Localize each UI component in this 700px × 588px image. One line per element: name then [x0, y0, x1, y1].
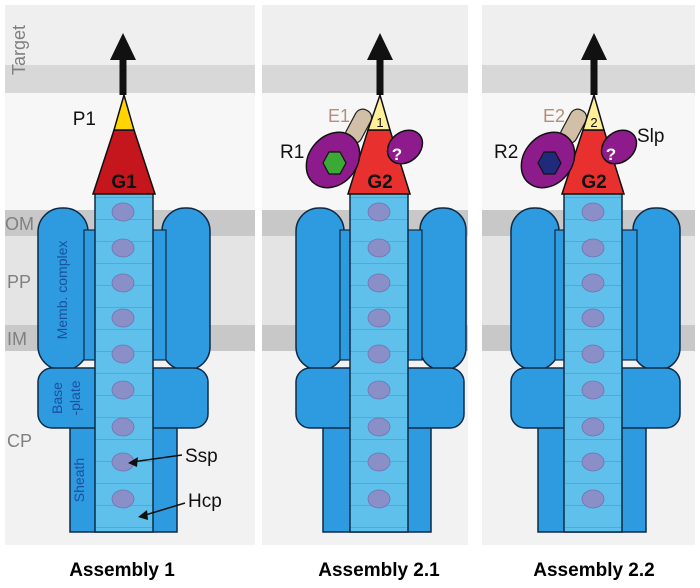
hcp-ring [581, 273, 605, 293]
tip-number: 1 [376, 115, 383, 130]
membrane-complex-left [510, 207, 560, 371]
hcp-ring [111, 273, 135, 293]
layer-label-target: Target [9, 25, 29, 75]
membrane-complex-right [161, 207, 211, 371]
receptor-r1-cargo [322, 151, 347, 175]
receptor-r2-cargo [537, 151, 562, 175]
hcp-ring [111, 417, 135, 437]
hcp-ring [581, 417, 605, 437]
membrane-complex-right [632, 207, 681, 371]
membrane-complex-left [295, 207, 345, 371]
hcp-ring [367, 202, 391, 222]
caption-assembly-1: Assembly 1 [69, 560, 175, 581]
effector-label: E2 [543, 106, 565, 126]
unknown-partner [386, 129, 424, 165]
hcp-ring [367, 238, 391, 258]
ssp-label: Ssp [185, 446, 218, 467]
layer-label-om: OM [5, 214, 34, 234]
spike-label: G2 [367, 172, 392, 193]
baseplate-label-line1: Base [49, 382, 65, 414]
ssp-pointer-head [128, 457, 138, 467]
sheath-label: Sheath [71, 458, 87, 502]
hcp-ring [367, 380, 391, 400]
hcp-pointer-head [138, 510, 148, 520]
membrane-complex-right [419, 207, 467, 371]
paar-tip-p1 [113, 92, 135, 131]
tip-number: 2 [590, 115, 597, 130]
hcp-disks [581, 202, 605, 509]
panel-assembly-2-1: 1 G2 ? E1 R1 [262, 5, 468, 545]
layer-label-cp: CP [7, 431, 32, 451]
hcp-ring [367, 417, 391, 437]
target-band [5, 65, 255, 93]
receptor-label: R2 [494, 142, 518, 163]
hcp-ring [581, 452, 605, 472]
ssp-pointer [131, 454, 183, 463]
hcp-ring [367, 308, 391, 328]
hcp-ring [367, 273, 391, 293]
hcp-ring [111, 380, 135, 400]
hcp-ring [111, 238, 135, 258]
target-band-light [262, 5, 468, 65]
caption-assembly-2-1: Assembly 2.1 [318, 560, 440, 581]
membrane-complex-label: Memb. complex [54, 241, 70, 340]
effector-label: E1 [328, 106, 350, 126]
panel-assembly-2-2: 2 G2 ? E2 R2 Slp [482, 5, 695, 545]
panel-assembly-1: G1 P1 Memb. complex Base -plate Sheath S… [5, 5, 255, 545]
hcp-ring [581, 344, 605, 364]
hcp-pointer [141, 502, 186, 517]
hcp-ring [367, 489, 391, 509]
hcp-ring [111, 202, 135, 222]
hcp-disks [367, 202, 391, 509]
target-band [262, 65, 468, 93]
hcp-ring [581, 380, 605, 400]
spike-label: G1 [111, 172, 137, 193]
spike-label: G2 [581, 172, 606, 193]
hcp-disks [111, 202, 135, 509]
paar-tip [366, 92, 391, 131]
unknown-label: ? [392, 145, 402, 164]
hcp-ring [581, 489, 605, 509]
caption-assembly-2-2: Assembly 2.2 [533, 560, 655, 581]
hcp-ring [581, 238, 605, 258]
translocation-arrow-head [367, 33, 393, 60]
target-band [482, 65, 695, 93]
hcp-ring [111, 308, 135, 328]
receptor-label: R1 [280, 142, 304, 163]
layer-label-pp: PP [7, 272, 31, 292]
hcp-ring [581, 202, 605, 222]
unknown-label: ? [606, 145, 616, 164]
hcp-ring [111, 344, 135, 364]
tip-label: P1 [73, 109, 96, 130]
hcp-label: Hcp [188, 491, 222, 512]
hcp-ring [367, 452, 391, 472]
slp-partner [600, 129, 638, 165]
translocation-arrow-head [110, 33, 136, 60]
baseplate-label-line2: -plate [67, 380, 83, 415]
paar-tip [581, 92, 605, 131]
slp-label: Slp [637, 126, 664, 147]
hcp-ring [111, 489, 135, 509]
layer-label-im: IM [7, 329, 27, 349]
hcp-ring [581, 308, 605, 328]
translocation-arrow-head [581, 33, 607, 60]
hcp-ring [367, 344, 391, 364]
